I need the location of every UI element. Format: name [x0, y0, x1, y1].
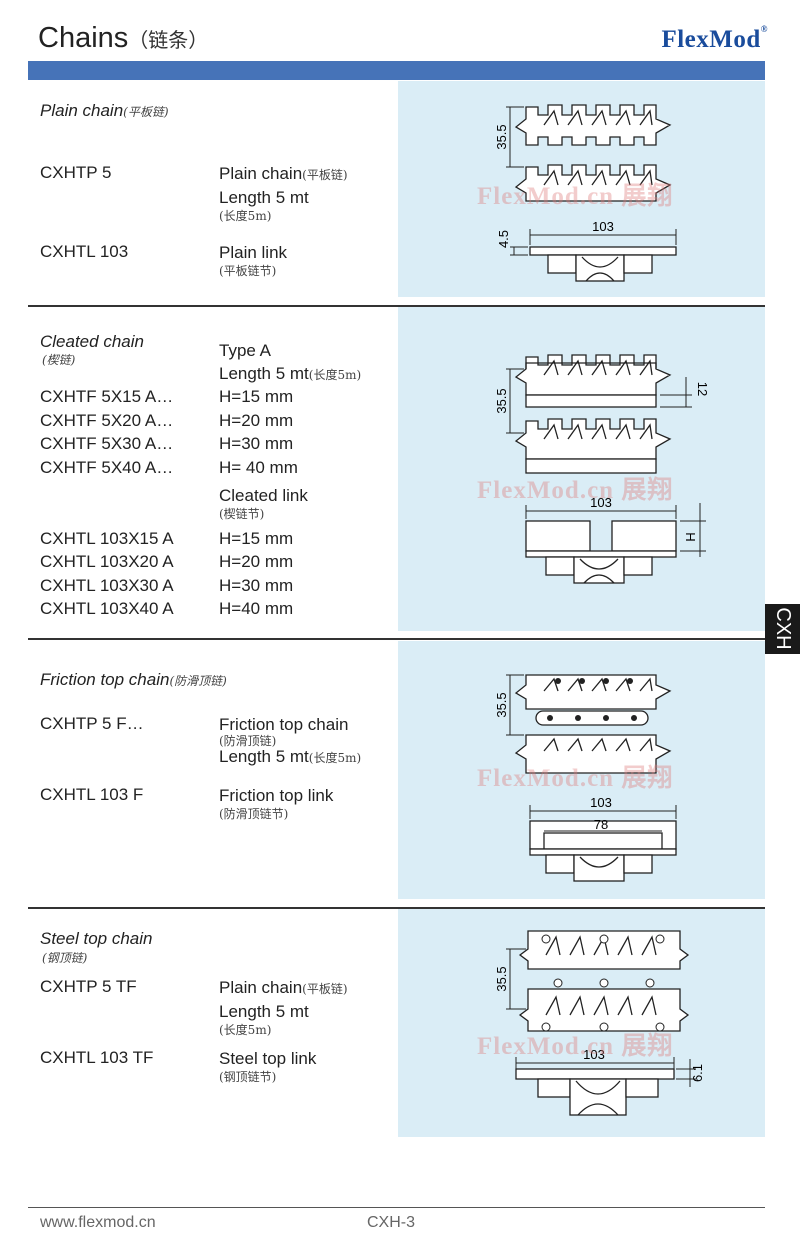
plain-pitch-dim: 35.5 — [494, 124, 509, 149]
page-title: Chains（链条） — [38, 22, 208, 55]
friction-chain-diagram: 35.5 103 78 — [494, 674, 677, 882]
cleated-pitch-dim: 35.5 — [494, 388, 509, 413]
watermark: FlexMod.cn 展翔 — [477, 765, 674, 792]
brand-logo: FlexMod® — [661, 24, 768, 54]
cleated-width-dim: 103 — [590, 495, 612, 510]
desc-line: Length 5 mt — [219, 1002, 309, 1021]
product-code: CXHTL 103X20 A — [40, 552, 174, 571]
product-code: CXHTL 103X15 A — [40, 529, 174, 548]
steel-chain-diagram: 35.5 103 6.1 — [494, 930, 705, 1116]
plain-chain-title-cn: (平板链) — [123, 105, 169, 119]
desc-line: Steel top link — [219, 1049, 317, 1068]
desc-line: Plain chain — [219, 978, 303, 997]
product-code: CXHTF 5X40 A… — [40, 458, 174, 477]
plain-width-dim: 103 — [592, 219, 614, 234]
cleated-link-label: Cleated link — [219, 486, 308, 505]
section-divider — [28, 305, 765, 307]
product-code: CXHTL 103X40 A — [40, 599, 174, 618]
desc-line: Plain link — [219, 243, 288, 262]
desc-line: Length 5 mt — [219, 188, 309, 207]
steel-chain-title-cn: (钢顶链) — [42, 951, 88, 965]
plain-chain-diagram-panel: 35.5 103 4.5 — [398, 81, 765, 297]
product-code: CXHTF 5X15 A… — [40, 387, 174, 406]
page-title-text: Chains — [38, 22, 129, 54]
desc-cn: (钢顶链节) — [219, 1070, 277, 1084]
cleat-height: H= 40 mm — [219, 458, 298, 477]
desc-cn: (平板链) — [302, 982, 348, 996]
friction-width-dim: 103 — [590, 795, 612, 810]
friction-pitch-dim: 35.5 — [494, 692, 509, 717]
cleated-chain-title-cn: (楔链) — [42, 353, 76, 367]
cleated-height-dim: H — [683, 532, 698, 541]
steel-pitch-dim: 35.5 — [494, 966, 509, 991]
friction-chain-diagram-panel: 35.5 103 78 — [398, 641, 765, 899]
cleat-height: H=30 mm — [219, 434, 294, 453]
cleat-height: H=40 mm — [219, 599, 294, 618]
header-bar — [28, 61, 765, 80]
desc-cn: (平板链) — [302, 168, 348, 182]
desc-cn: (长度5m) — [219, 1023, 272, 1037]
cleated-chain-diagram: 35.5 12 103 H — [494, 354, 710, 584]
steel-chain-diagram-panel: 35.5 103 6.1 — [398, 909, 765, 1137]
plain-chain-diagram: 35.5 103 4.5 — [494, 104, 677, 282]
desc-line: Length 5 mt — [219, 364, 309, 383]
section-divider — [28, 907, 765, 909]
friction-chain-title-text: Friction top chain — [40, 670, 170, 689]
cleated-link-label-cn: (楔链节) — [219, 507, 265, 521]
steel-width-dim: 103 — [583, 1047, 605, 1062]
friction-inner-dim: 78 — [594, 817, 608, 832]
desc-line: Plain chain — [219, 164, 303, 183]
cleat-height: H=15 mm — [219, 387, 294, 406]
desc-cn: (平板链节) — [219, 264, 277, 278]
product-code: CXHTP 5 — [40, 163, 112, 182]
brand-name: FlexMod — [661, 26, 761, 53]
cleat-height: H=15 mm — [219, 529, 294, 548]
steel-chain-title: Steel top chain — [40, 929, 153, 948]
desc-cn: (长度5m) — [308, 368, 362, 382]
page-title-cn: （链条） — [128, 28, 209, 52]
brand-registered-mark: ® — [760, 24, 768, 34]
desc-cn: (防滑顶链节) — [219, 807, 289, 821]
friction-chain-title-cn: (防滑顶链) — [169, 674, 227, 688]
plain-chain-title: Plain chain(平板链) — [40, 101, 169, 121]
plain-chain-title-text: Plain chain — [40, 101, 124, 120]
product-description: Plain chain(平板链) — [219, 978, 348, 998]
desc-line: Friction top link — [219, 786, 334, 805]
watermark: FlexMod.cn 展翔 — [477, 1033, 674, 1060]
page-number: CXH-3 — [367, 1214, 416, 1231]
section-divider — [28, 638, 765, 640]
desc-cn: (长度5m) — [219, 209, 272, 223]
cleated-cleat-dim: 12 — [695, 382, 710, 396]
watermark: FlexMod.cn 展翔 — [477, 183, 674, 210]
product-code: CXHTF 5X20 A… — [40, 411, 174, 430]
footer-divider — [28, 1207, 765, 1208]
watermark: FlexMod.cn 展翔 — [477, 477, 674, 504]
friction-length: Length 5 mt(长度5m) — [219, 747, 361, 767]
section-tab-label: CXH — [772, 607, 794, 650]
product-code: CXHTL 103X30 A — [40, 576, 174, 595]
product-code: CXHTL 103 — [40, 242, 129, 261]
cleat-height: H=20 mm — [219, 411, 294, 430]
friction-chain-title: Friction top chain(防滑顶链) — [40, 670, 227, 690]
cleated-type: Type A — [219, 341, 271, 360]
product-code: CXHTP 5 F… — [40, 714, 144, 733]
desc-cn: (防滑顶链) — [219, 734, 277, 748]
product-code: CXHTP 5 TF — [40, 977, 137, 996]
desc-line: Friction top chain — [219, 715, 349, 734]
product-code: CXHTL 103 F — [40, 785, 144, 804]
desc-line: Length 5 mt — [219, 747, 309, 766]
steel-thickness-dim: 6.1 — [690, 1064, 705, 1082]
section-tab: CXH — [765, 604, 800, 654]
product-code: CXHTF 5X30 A… — [40, 434, 174, 453]
footer-url-link[interactable]: www.flexmod.cn — [40, 1214, 156, 1231]
cleated-length: Length 5 mt(长度5m) — [219, 364, 361, 384]
cleat-height: H=20 mm — [219, 552, 294, 571]
product-description: Plain chain(平板链) — [219, 164, 348, 184]
cleated-chain-diagram-panel: 35.5 12 103 H — [398, 307, 765, 631]
product-code: CXHTL 103 TF — [40, 1048, 154, 1067]
plain-thickness-dim: 4.5 — [496, 230, 511, 248]
desc-cn: (长度5m) — [308, 751, 362, 765]
cleated-chain-title: Cleated chain — [40, 332, 144, 351]
cleat-height: H=30 mm — [219, 576, 294, 595]
